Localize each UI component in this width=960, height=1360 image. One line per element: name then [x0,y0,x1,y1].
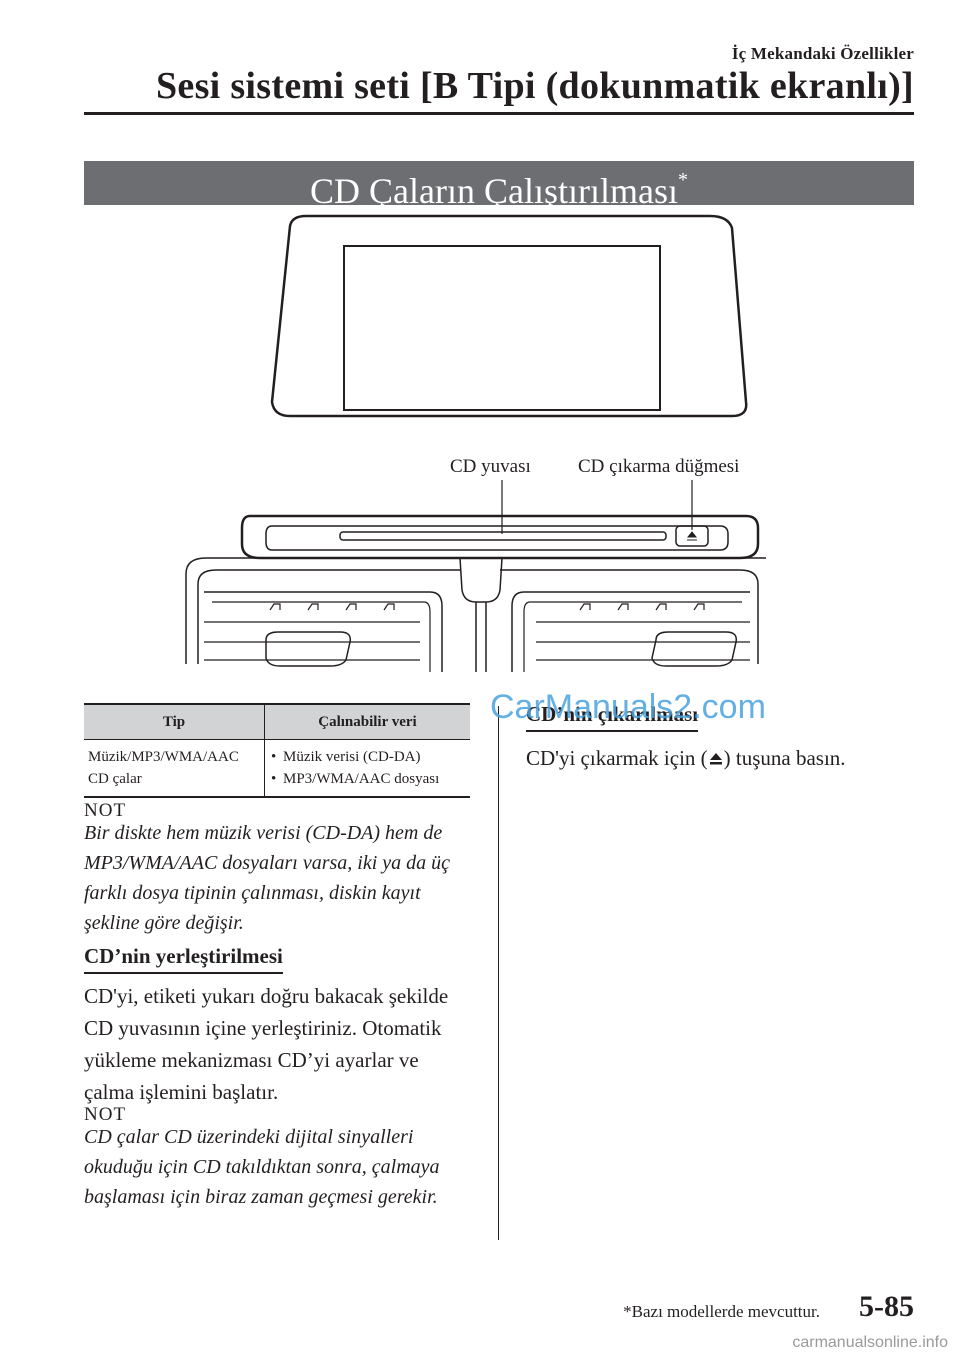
note1-heading: NOT [84,800,127,821]
table-header-type: Tip [84,703,265,740]
section-title: Sesi sistemi seti [B Tipi (dokunmatik ek… [155,65,914,107]
type-line: Müzik/MP3/WMA/AAC [88,749,239,765]
touch-screen [343,245,661,411]
eject-text: CD'yi çıkarmak için ( ) tuşuna basın. [526,742,926,774]
dashboard-drawing [185,214,766,672]
cd-slot-label: CD yuvası [450,456,531,477]
data-list: Müzik verisi (CD-DA) MP3/WMA/AAC dosyası [269,746,466,790]
insert-text: CD'yi, etiketi yukarı doğru bakacak şeki… [84,984,449,1104]
column-divider [498,706,499,1240]
table-cell-type: Müzik/MP3/WMA/AAC CD çalar [84,739,265,798]
eject-text-before: CD'yi çıkarmak için ( [526,746,708,770]
eject-text-after: ) tuşuna basın. [723,746,846,770]
watermark-top: CarManuals2.com [490,688,766,726]
type-line: CD çalar [88,771,142,787]
eject-symbol [686,531,698,541]
chapter-title: İç Mekandaki Özellikler [731,44,914,63]
insert-heading-wrap: CD’nin yerleştirilmesi [84,944,283,974]
note2-heading: NOT [84,1104,127,1125]
page-banner: CD Çaların Çalıştırılması* [84,161,914,211]
eject-button-label: CD çıkarma düğmesi [578,456,740,477]
footnote: *Bazı modellerde mevcuttur. [623,1302,820,1321]
eject-heading-wrap: CD’nin çıkarılması [526,702,699,732]
list-item: Müzik verisi (CD-DA) [271,746,466,768]
banner-footnote-mark: * [677,169,688,191]
page-number: 5-85 [859,1290,914,1323]
header-rule [84,112,914,115]
list-item: MP3/WMA/AAC dosyası [271,768,466,790]
eject-heading: CD’nin çıkarılması [526,702,699,732]
cd-player-illustration: CD yuvası CD çıkarma düğmesi [180,212,770,682]
insert-heading: CD’nin yerleştirilmesi [84,944,283,974]
eject-icon [709,753,722,765]
watermark-bottom: carmanualsonline.info [792,1334,948,1351]
table-cell-data: Müzik verisi (CD-DA) MP3/WMA/AAC dosyası [264,739,470,798]
note2-text: CD çalar CD üzerindeki dijital sinyaller… [84,1126,440,1208]
note1-text: Bir diskte hem müzik verisi (CD-DA) hem … [84,822,451,934]
cd-unit-housing [240,514,760,560]
cd-slot [339,531,667,541]
table-row: Müzik/MP3/WMA/AAC CD çalar Müzik verisi … [84,739,470,798]
banner-title: CD Çaların Çalıştırılması [310,171,678,211]
table-header-data: Çalınabilir veri [264,703,470,740]
playable-data-table: Tip Çalınabilir veri Müzik/MP3/WMA/AAC C… [84,703,470,798]
display-housing [270,214,748,418]
